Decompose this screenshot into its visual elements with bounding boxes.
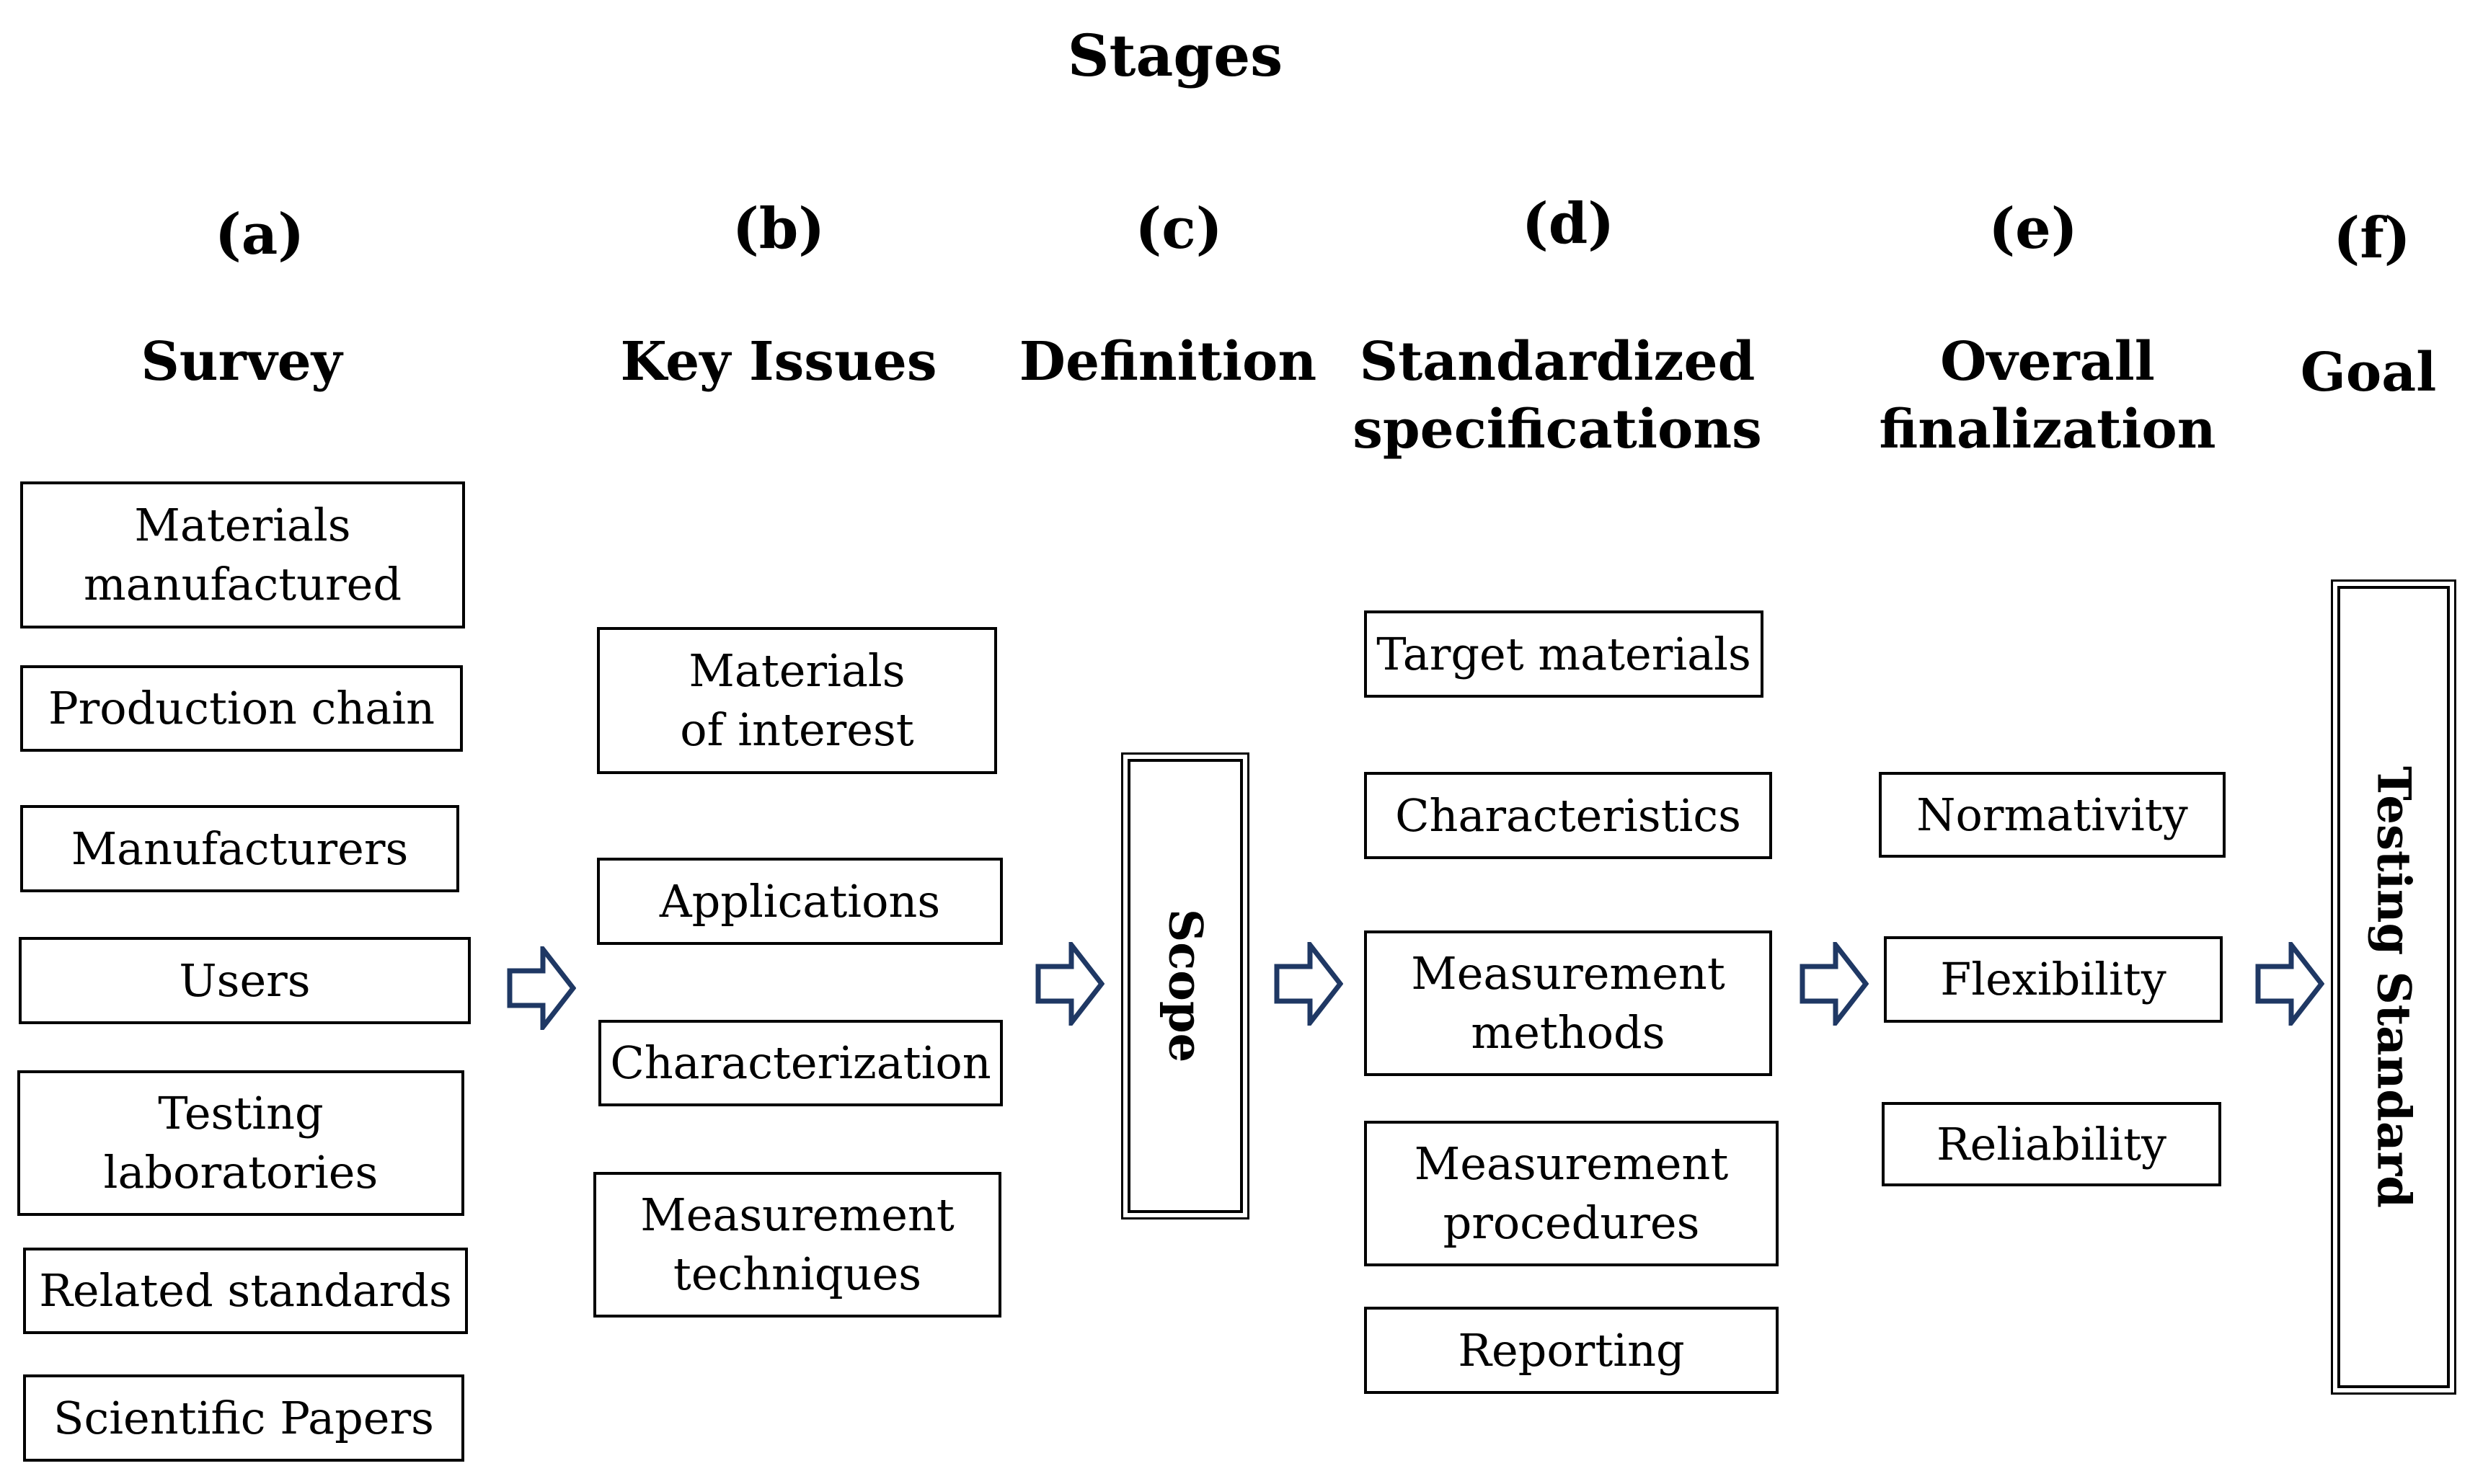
specification-box-label: Characteristics bbox=[1395, 788, 1741, 842]
survey-box-label: Related standards bbox=[39, 1264, 452, 1317]
testing-standard-box: Testing Standard bbox=[2331, 579, 2456, 1395]
column-e-letter: (e) bbox=[1988, 196, 2078, 262]
right-arrow-icon bbox=[1800, 942, 1869, 1026]
key-issue-box: Characterization bbox=[598, 1020, 1003, 1106]
survey-box: Users bbox=[19, 937, 471, 1024]
key-issue-box-label: Characterization bbox=[610, 1036, 991, 1089]
stage-label-standardized-specifications: Standardized specifications bbox=[1353, 331, 1762, 461]
specification-box: Characteristics bbox=[1364, 772, 1772, 859]
column-d-letter: (d) bbox=[1521, 191, 1615, 257]
right-arrow-icon bbox=[2255, 942, 2324, 1026]
survey-box: Scientific Papers bbox=[23, 1374, 464, 1462]
key-issue-box: Applications bbox=[597, 858, 1003, 945]
key-issue-box: Measurement techniques bbox=[593, 1172, 1001, 1318]
specification-box-label: Target materials bbox=[1376, 627, 1751, 680]
specification-box: Measurement procedures bbox=[1364, 1121, 1779, 1266]
column-f-letter: (f) bbox=[2333, 205, 2411, 271]
column-c-letter: (c) bbox=[1135, 196, 1223, 262]
finalization-box: Reliability bbox=[1882, 1102, 2221, 1186]
right-arrow-icon bbox=[1035, 942, 1105, 1026]
survey-box-label: Testing laboratories bbox=[103, 1087, 379, 1199]
right-arrow-icon bbox=[507, 946, 576, 1030]
finalization-box-label: Reliability bbox=[1936, 1117, 2167, 1170]
specification-box: Measurement methods bbox=[1364, 930, 1772, 1076]
survey-box: Manufacturers bbox=[20, 805, 459, 892]
survey-box-label: Users bbox=[179, 954, 311, 1007]
column-b-letter: (b) bbox=[732, 196, 825, 262]
specification-box: Target materials bbox=[1364, 610, 1763, 698]
specification-box-label: Reporting bbox=[1458, 1323, 1685, 1377]
stage-label-survey: Survey bbox=[141, 331, 342, 393]
survey-box: Testing laboratories bbox=[17, 1070, 464, 1216]
key-issue-box-label: Applications bbox=[659, 874, 941, 928]
key-issue-box-label: Measurement techniques bbox=[640, 1188, 955, 1300]
scope-box: Scope bbox=[1121, 752, 1249, 1219]
testing-standard-label: Testing Standard bbox=[2366, 766, 2421, 1208]
survey-box-label: Production chain bbox=[48, 682, 435, 734]
specification-box: Reporting bbox=[1364, 1307, 1779, 1394]
stage-label-key-issues: Key Issues bbox=[620, 331, 937, 393]
finalization-box-label: Normativity bbox=[1916, 788, 2188, 841]
key-issue-box: Materials of interest bbox=[597, 627, 997, 774]
survey-box-label: Materials manufactured bbox=[83, 499, 402, 610]
finalization-box-label: Flexibility bbox=[1940, 953, 2166, 1005]
stage-label-goal: Goal bbox=[2300, 342, 2437, 404]
stage-label-overall-finalization: Overall finalization bbox=[1879, 331, 2216, 461]
scope-label: Scope bbox=[1158, 909, 1213, 1063]
survey-box: Production chain bbox=[20, 665, 463, 752]
survey-box-label: Manufacturers bbox=[71, 822, 409, 875]
specification-box-label: Measurement procedures bbox=[1414, 1137, 1729, 1249]
diagram-title: Stages bbox=[1067, 22, 1283, 89]
survey-box: Related standards bbox=[23, 1248, 468, 1334]
survey-box: Materials manufactured bbox=[20, 481, 465, 628]
specification-box-label: Measurement methods bbox=[1411, 947, 1725, 1059]
survey-box-label: Scientific Papers bbox=[53, 1391, 434, 1444]
right-arrow-icon bbox=[1274, 942, 1343, 1026]
column-a-letter: (a) bbox=[214, 202, 305, 267]
finalization-box: Flexibility bbox=[1884, 936, 2223, 1023]
key-issue-box-label: Materials of interest bbox=[680, 644, 914, 756]
stage-label-definition: Definition bbox=[1019, 331, 1317, 393]
finalization-box: Normativity bbox=[1879, 772, 2226, 858]
